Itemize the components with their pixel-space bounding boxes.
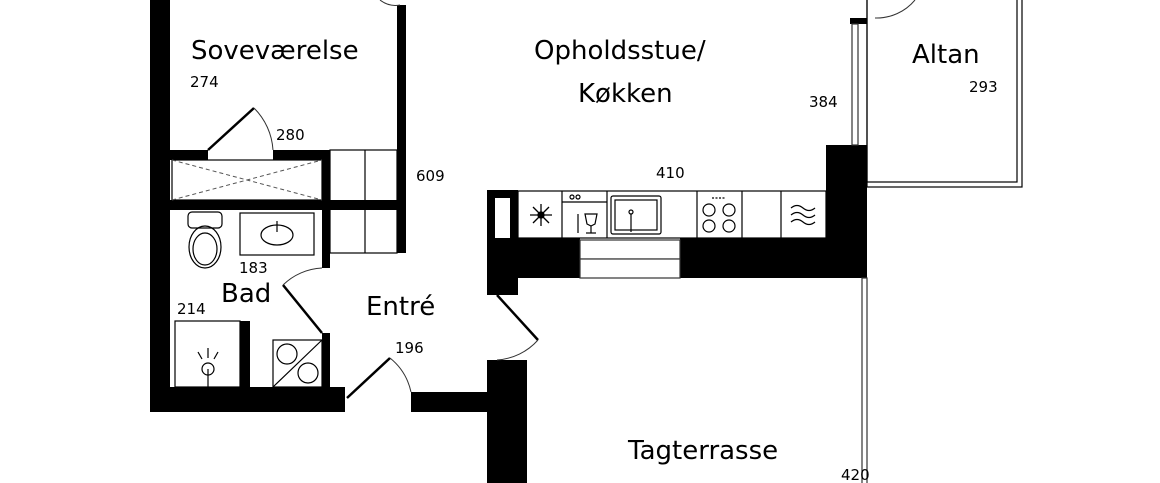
room-label-bath: Bad [221,279,271,309]
walls [150,0,867,483]
room-label-balcony: Altan [912,40,980,70]
terrace-dim: 420 [841,466,870,483]
balcony-dim: 293 [969,78,998,96]
doors [207,0,916,399]
freezer-snowflake-icon [530,204,552,226]
bedroom-dim-b: 280 [276,126,305,144]
heat-waves-icon [790,204,816,226]
bath-dim-b: 214 [177,300,206,318]
entry-dim: 196 [395,339,424,357]
kitchen-counter [517,190,827,239]
windows [579,23,868,483]
bath-dim-a: 183 [239,259,268,277]
toilet-icon [187,211,223,269]
room-label-bedroom: Soveværelse [191,36,359,66]
kitchen-sink-icon [610,195,662,235]
bedroom-dim-a: 274 [190,73,219,91]
sink-icon [239,212,315,256]
balcony-outline [866,0,1023,188]
living-dim-a: 384 [809,93,838,111]
shower-icon [174,320,241,388]
room-label-terrace: Tagterrasse [627,436,778,466]
stove-icon [702,197,736,233]
room-label-entry: Entré [366,292,435,322]
dishwasher-icon [562,194,607,234]
apartment-dim: 609 [416,167,445,185]
shelves [329,149,398,254]
closet [171,159,323,201]
room-label-living-1: Opholdsstue/ [534,36,706,66]
living-dim-b: 410 [656,164,685,182]
room-label-living-2: Køkken [578,79,673,109]
washer-dryer-icon [272,339,323,388]
